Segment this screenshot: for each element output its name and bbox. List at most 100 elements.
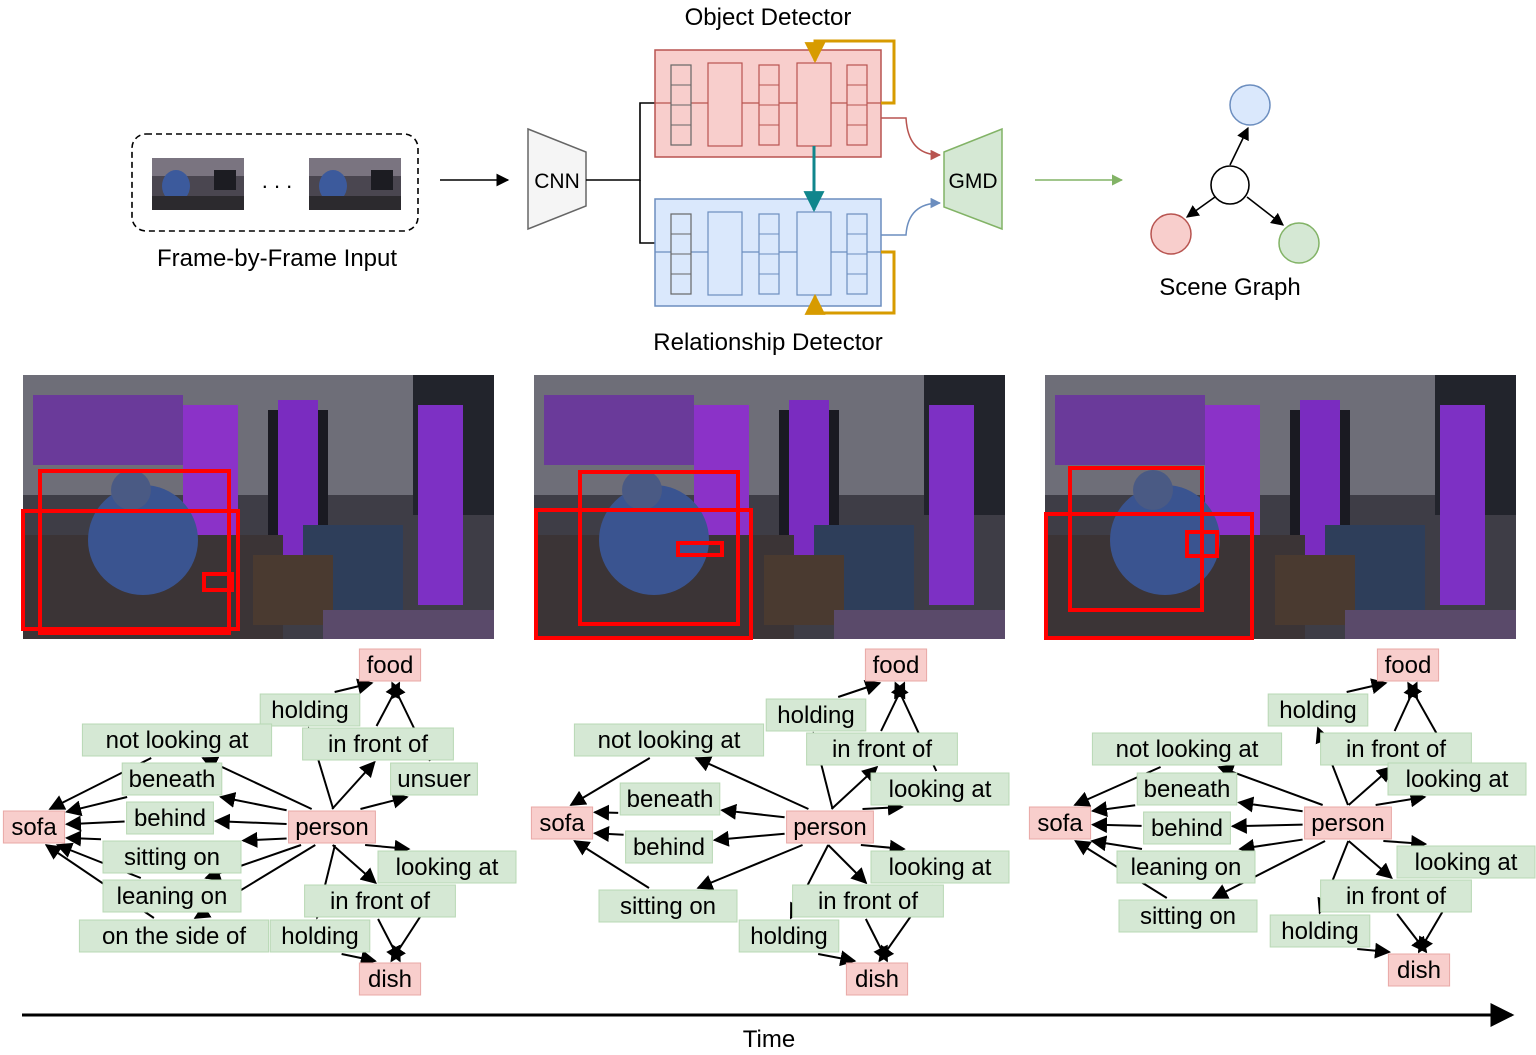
node-label: holding bbox=[1279, 697, 1356, 724]
relation-node: looking at bbox=[870, 850, 1010, 884]
relation-node: sitting on bbox=[1118, 899, 1258, 933]
relation-node: leaning on bbox=[1116, 850, 1256, 884]
node-label: looking at bbox=[889, 854, 992, 881]
object-node-dish: dish bbox=[845, 962, 909, 996]
object-node-dish: dish bbox=[358, 962, 422, 996]
graph-edge bbox=[827, 844, 868, 885]
graph-edge bbox=[65, 815, 125, 832]
cnn-label: CNN bbox=[534, 170, 580, 193]
node-label: behind bbox=[134, 805, 206, 832]
graph-edge bbox=[360, 792, 409, 810]
relationship-detector bbox=[654, 198, 882, 307]
graph-edge bbox=[694, 756, 809, 810]
node-label: in front of bbox=[818, 888, 918, 915]
relationship-detector-label: Relationship Detector bbox=[653, 329, 882, 356]
gmd-label: GMD bbox=[949, 170, 998, 193]
relation-node: holding bbox=[1269, 914, 1371, 948]
relation-node: looking at bbox=[377, 850, 517, 884]
node-label: person bbox=[295, 814, 368, 841]
node-label: dish bbox=[1397, 957, 1441, 984]
node-label: not looking at bbox=[598, 727, 741, 754]
relation-node: looking at bbox=[870, 772, 1010, 806]
input-thumbnail-2 bbox=[309, 158, 401, 210]
node-label: unsuer bbox=[397, 766, 470, 793]
object-node-dish: dish bbox=[1387, 953, 1451, 987]
graph-edge bbox=[1230, 817, 1303, 834]
graph-edge bbox=[573, 840, 650, 889]
node-label: sitting on bbox=[124, 844, 220, 871]
relation-node: looking at bbox=[1396, 845, 1536, 879]
node-label: person bbox=[793, 814, 866, 841]
node-label: sofa bbox=[11, 814, 57, 841]
bounding-box bbox=[578, 470, 740, 626]
graph-edge bbox=[696, 844, 803, 890]
graph-edge bbox=[817, 950, 857, 967]
graph-edge bbox=[1396, 913, 1428, 954]
bounding-box bbox=[676, 541, 724, 557]
gmd-block bbox=[943, 127, 1003, 231]
relation-node: beneath bbox=[1136, 772, 1238, 806]
graph-edge bbox=[593, 804, 619, 821]
node-label: looking at bbox=[396, 854, 499, 881]
relation-node: not looking at bbox=[573, 723, 765, 757]
relation-node: in front of bbox=[302, 727, 454, 761]
relation-node: in front of bbox=[792, 884, 944, 918]
video-frame-2 bbox=[534, 375, 1005, 640]
input-ellipsis: . . . bbox=[262, 168, 293, 193]
node-label: holding bbox=[271, 697, 348, 724]
node-label: looking at bbox=[1406, 766, 1509, 793]
graph-edge bbox=[837, 680, 882, 698]
scene-graph-label: Scene Graph bbox=[1159, 274, 1300, 301]
object-node-sofa: sofa bbox=[2, 810, 66, 844]
input-frames-box bbox=[131, 133, 419, 232]
relation-feedback-arrow bbox=[804, 250, 896, 315]
relation-node: not looking at bbox=[1091, 732, 1283, 766]
node-label: holding bbox=[1281, 918, 1358, 945]
node-label: sofa bbox=[539, 810, 585, 837]
bounding-box bbox=[534, 508, 753, 640]
video-frame-1 bbox=[21, 375, 494, 639]
node-label: food bbox=[873, 652, 920, 679]
node-label: behind bbox=[1151, 815, 1223, 842]
graph-edge bbox=[65, 830, 102, 847]
object-node-person: person bbox=[786, 810, 874, 844]
relation-node: looking at bbox=[1387, 762, 1527, 796]
relation-node: beneath bbox=[121, 762, 223, 796]
node-label: not looking at bbox=[1116, 736, 1259, 763]
relation-node: holding bbox=[259, 693, 361, 727]
bounding-box bbox=[1068, 466, 1204, 612]
graph-edge bbox=[593, 825, 624, 842]
object-node-person: person bbox=[1304, 806, 1392, 840]
bounding-box bbox=[1044, 512, 1254, 640]
cnn-block bbox=[527, 127, 587, 231]
object-detector bbox=[654, 49, 882, 158]
input-thumbnail-1 bbox=[152, 158, 244, 210]
relation-node: holding bbox=[765, 698, 867, 732]
object-node-food: food bbox=[1376, 648, 1440, 682]
object-node-sofa: sofa bbox=[1028, 806, 1092, 840]
object-node-person: person bbox=[288, 810, 376, 844]
graph-edge bbox=[862, 799, 904, 816]
node-label: leaning on bbox=[117, 883, 228, 910]
node-label: on the side of bbox=[102, 923, 246, 950]
node-label: in front of bbox=[832, 736, 932, 763]
graph-edge bbox=[880, 681, 906, 732]
relation-node: unsuer bbox=[390, 762, 478, 796]
relation-node: holding bbox=[738, 919, 840, 953]
relation-node: behind bbox=[1143, 811, 1231, 845]
relation-node: behind bbox=[126, 801, 214, 835]
graph-edge bbox=[720, 803, 785, 820]
scene-graph-icon bbox=[1150, 84, 1320, 264]
relation-node: beneath bbox=[619, 782, 721, 816]
node-label: in front of bbox=[328, 731, 428, 758]
graph-edge bbox=[864, 918, 888, 963]
relation-node: sitting on bbox=[598, 889, 738, 923]
node-label: sitting on bbox=[1140, 903, 1236, 930]
